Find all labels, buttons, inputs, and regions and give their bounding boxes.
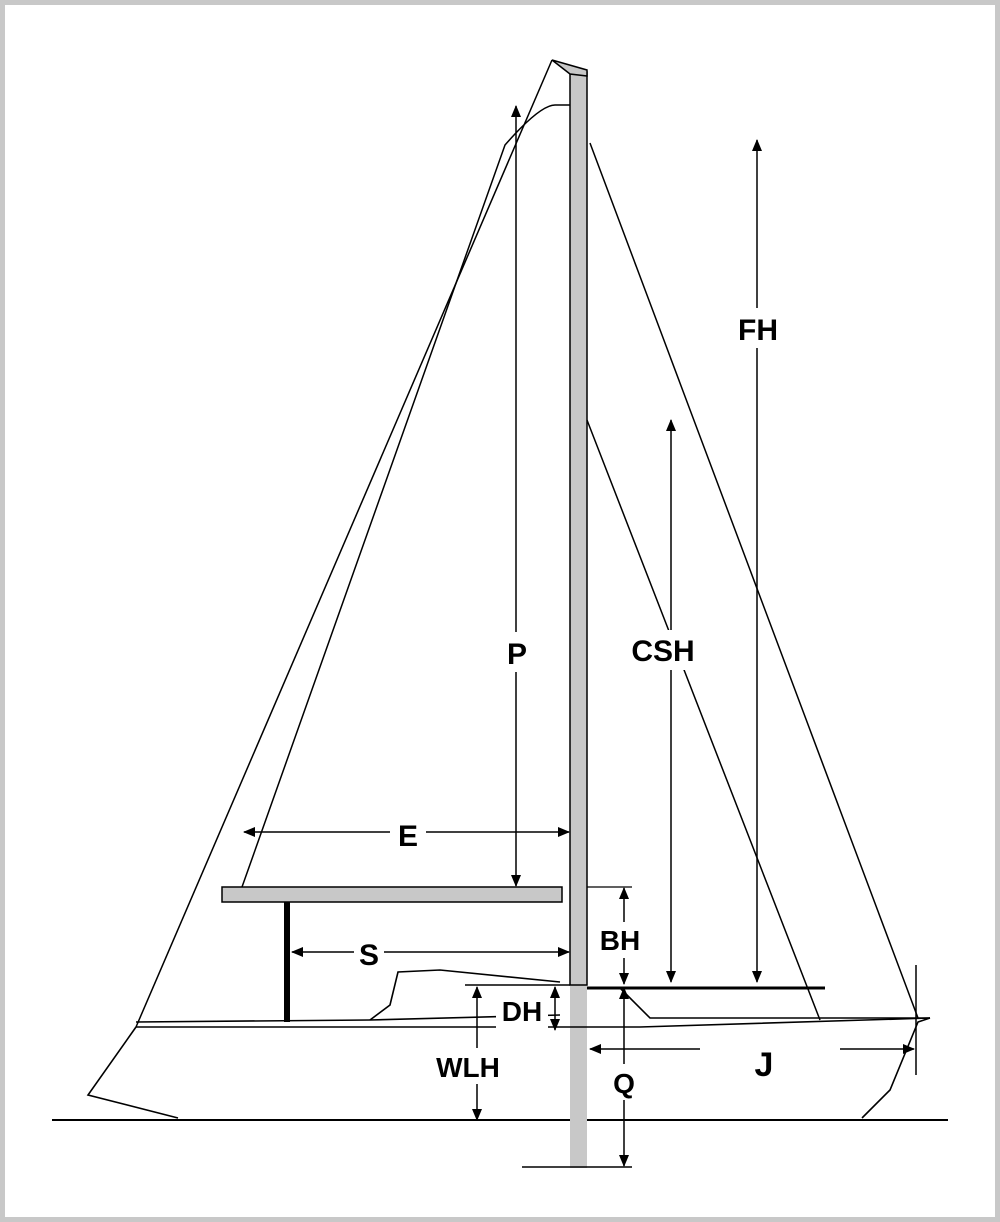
label-csh: CSH — [631, 635, 694, 668]
label-wlh: WLH — [436, 1052, 500, 1083]
label-fh: FH — [738, 314, 778, 347]
boom — [221, 886, 563, 903]
label-e: E — [398, 820, 418, 853]
label-q: Q — [613, 1068, 635, 1099]
forestay — [135, 59, 553, 1028]
label-s: S — [359, 939, 379, 972]
label-bh: BH — [600, 925, 640, 956]
foredeck — [619, 987, 930, 1019]
mainsail — [241, 104, 570, 888]
mast-below-deck — [570, 985, 587, 1168]
mast — [569, 71, 588, 986]
boom-support — [284, 902, 290, 1022]
label-dh: DH — [502, 996, 542, 1027]
label-j: J — [755, 1046, 774, 1084]
backstay — [589, 142, 919, 1019]
label-p: P — [507, 638, 527, 671]
inner-stay — [586, 419, 821, 1021]
hull-outline — [86, 1017, 931, 1119]
masthead — [551, 59, 588, 77]
cabin-house — [369, 969, 561, 1021]
